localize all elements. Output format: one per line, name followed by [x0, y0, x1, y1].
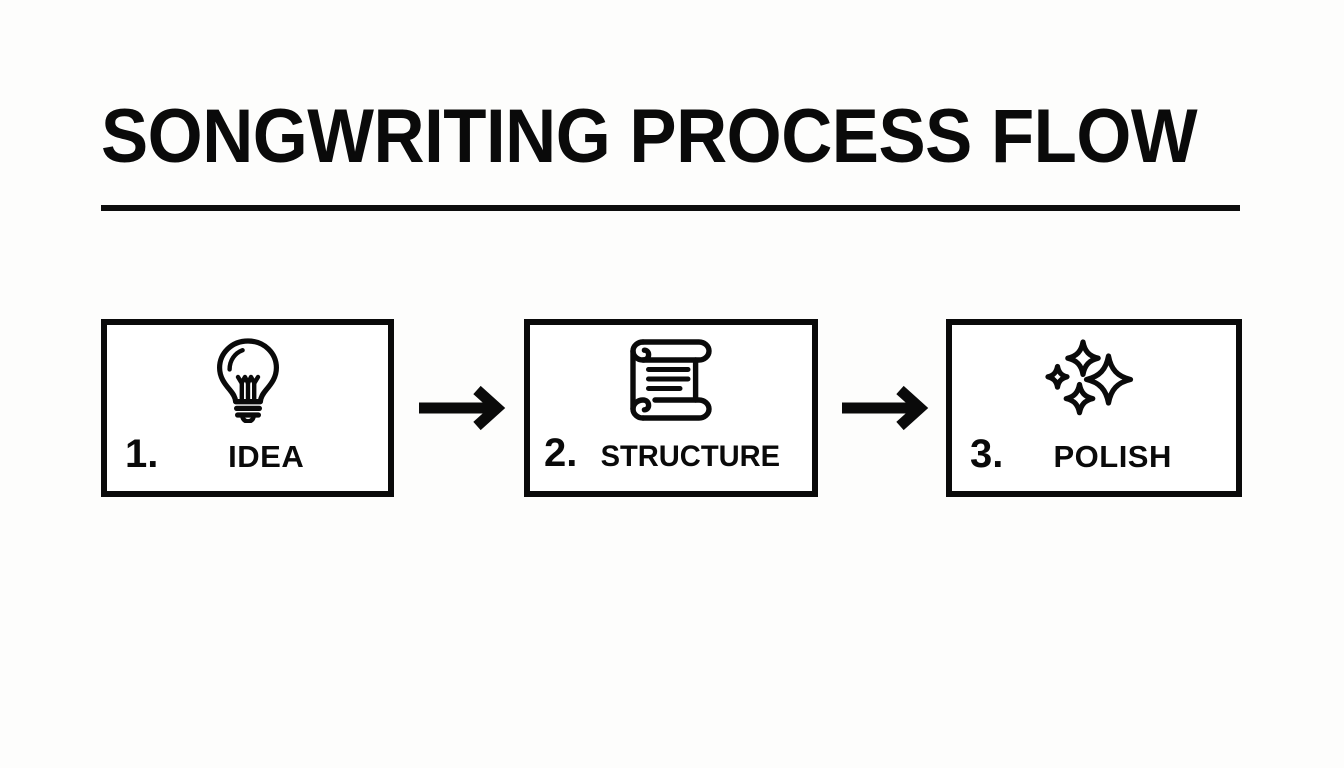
arrow-right-icon — [840, 381, 932, 435]
lightbulb-icon — [211, 337, 285, 423]
step-3-caption: 3. POLISH — [952, 434, 1236, 477]
step-2-caption: 2. STRUCTURE — [530, 433, 812, 477]
process-step-2[interactable]: 2. STRUCTURE — [524, 319, 818, 497]
sparkles-icon — [1045, 338, 1143, 422]
title-block: SONGWRITING PROCESS FLOW — [101, 95, 1241, 179]
step-1-caption: 1. IDEA — [107, 434, 388, 477]
title-divider-rule — [101, 205, 1240, 211]
step-3-label: POLISH — [1053, 439, 1172, 474]
process-flow-row: 1. IDEA — [101, 319, 1242, 497]
flow-connector-2 — [840, 381, 932, 435]
process-step-1[interactable]: 1. IDEA — [101, 319, 394, 497]
flow-connector-1 — [417, 381, 509, 435]
process-step-3[interactable]: 3. POLISH — [946, 319, 1242, 497]
arrow-right-icon — [417, 381, 509, 435]
step-3-icon-area — [952, 337, 1236, 423]
step-2-number: 2. — [544, 431, 578, 475]
step-1-icon-area — [107, 337, 388, 423]
step-3-number: 3. — [970, 432, 1004, 476]
scroll-icon — [625, 338, 717, 422]
step-1-label: IDEA — [228, 439, 305, 474]
step-2-label: STRUCTURE — [600, 440, 781, 473]
step-1-number: 1. — [125, 432, 159, 476]
page-title: SONGWRITING PROCESS FLOW — [101, 94, 1198, 179]
step-2-icon-area — [530, 337, 812, 423]
